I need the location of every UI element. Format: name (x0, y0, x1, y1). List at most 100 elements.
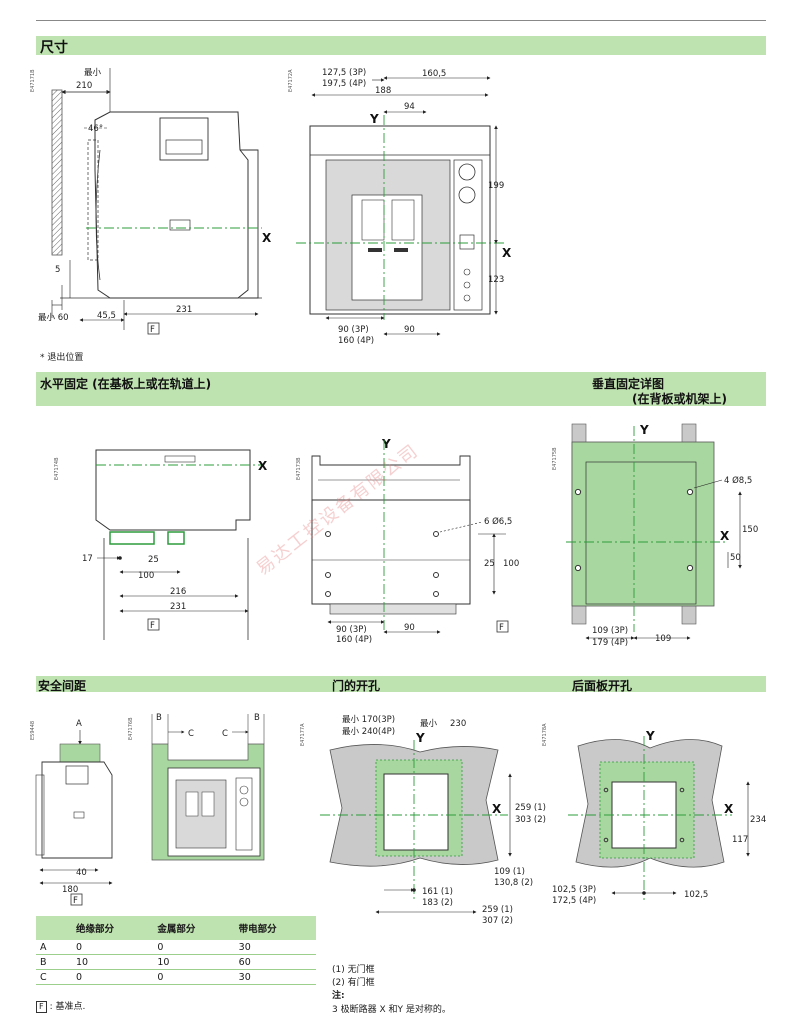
fig-safety-front: E47176B B C C B (128, 713, 265, 861)
wall-hatch (51, 89, 63, 256)
dim-90: 90 (404, 325, 415, 335)
table-cell: 10 (72, 954, 154, 970)
dim-180: 180 (62, 885, 78, 895)
footnote-star: * 退出位置 (40, 353, 84, 363)
clearance-c-2: C (222, 729, 228, 739)
dim-172-4p: 172,5 (4P) (552, 896, 596, 906)
dim-min-60: 最小 60 (38, 312, 69, 323)
dim-min-170: 最小 170(3P) (342, 714, 395, 725)
dim-40-6: 40 (76, 868, 87, 878)
dim-109-1: 109 (1) (494, 867, 525, 877)
note-2: (2) 有门框 (332, 978, 375, 988)
table-row: A 0 0 30 (36, 940, 316, 955)
dim-210: 210 (76, 81, 92, 91)
dim-50: 50 (730, 553, 741, 563)
drawing-code-9: E47178A (542, 723, 548, 746)
table-cell: B (36, 954, 72, 970)
dim-199: 199 (488, 181, 504, 191)
dim-45-5: 45,5 (97, 311, 116, 321)
clearance-c-1: C (188, 729, 194, 739)
dim-303-2: 303 (2) (515, 815, 546, 825)
table-header: 带电部分 (234, 916, 316, 940)
dim-130-2: 130,8 (2) (494, 878, 533, 888)
dim-150: 150 (742, 525, 758, 535)
dim-min-230: 最小 (420, 718, 438, 729)
section-title-rear: 后面板开孔 (572, 679, 633, 693)
table-cell: 0 (153, 940, 235, 955)
ref-point-text: : 基准点. (49, 1002, 86, 1012)
dim-94: 94 (404, 102, 415, 112)
dim-100-4: 100 (503, 559, 519, 569)
dim-231: 231 (176, 305, 192, 315)
dim-127-3p: 127,5 (3P) (322, 68, 366, 78)
axis-x-label-5: X (720, 529, 730, 543)
note-3: 注: (332, 991, 345, 1001)
dim-230: 230 (450, 719, 466, 729)
drawing-code-5: E47175B (552, 447, 558, 470)
axis-y-label-9: Y (645, 729, 655, 743)
hole-label-5: 4 Ø8,5 (724, 475, 752, 486)
drawing-code-6: E59448 (30, 721, 36, 740)
axis-y-label-5: Y (639, 423, 649, 437)
section-title-dimensions: 尺寸 (40, 40, 68, 56)
table-cell: C (36, 969, 72, 985)
drawing-code-4: E47173B (296, 457, 302, 480)
fig-horizontal-side: E47174B X 17 25 100 216 231 F (54, 449, 268, 640)
axis-y-label-8: Y (415, 731, 425, 745)
dim-102-3p: 102,5 (3P) (552, 885, 596, 895)
table-cell: 0 (72, 940, 154, 955)
table-header (36, 916, 72, 940)
fig-rear-cutout: E47178A Y X 234 117 102,5 (3P) 172,5 (4P… (542, 723, 766, 906)
section-bar-horizontal: 水平固定 (在基板上或在轨道上) 垂直固定详图 (在背板或机架上) (36, 372, 766, 406)
dim-216: 216 (170, 587, 186, 597)
fig-vertical-fixing: E47175B Y X 4 Ø8,5 150 50 109 (3P) 179 (… (552, 423, 758, 648)
ref-f-3: F (150, 621, 155, 631)
fig-front-dimensions: E47172A 127,5 (3P) 197,5 (4P) 160,5 188 … (288, 68, 512, 346)
dim-197-4p: 197,5 (4P) (322, 79, 366, 89)
table-cell: 60 (234, 954, 316, 970)
dim-109-5: 109 (655, 634, 671, 644)
dim-231-3: 231 (170, 602, 186, 612)
fig-safety-side: E59448 A 40 180 F (30, 719, 113, 906)
dim-90-4: 90 (404, 623, 415, 633)
dim-160-4p: 160 (4P) (338, 336, 374, 346)
section-bar-safety: 安全间距 门的开孔 后面板开孔 (36, 676, 766, 693)
note-1: (1) 无门框 (332, 965, 375, 975)
table-cell: 10 (153, 954, 235, 970)
dim-46-deg: 46° (88, 124, 103, 134)
dim-259-1: 259 (1) (515, 803, 546, 813)
dim-25: 25 (148, 555, 159, 565)
dim-90-3p-4: 90 (3P) (336, 625, 367, 635)
drawing-code-2: E47172A (288, 69, 294, 92)
safety-clearance-table: 绝缘部分 金属部分 带电部分 A 0 0 30 B 10 10 60 C 0 0… (36, 916, 316, 985)
axis-x-label-2: X (502, 246, 512, 260)
table-cell: 0 (72, 969, 154, 985)
table-cell: 30 (234, 969, 316, 985)
drawing-code-8: E47177A (300, 723, 306, 746)
table-header: 金属部分 (153, 916, 235, 940)
table-cell: 0 (153, 969, 235, 985)
dim-123: 123 (488, 275, 504, 285)
dim-25-4: 25 (484, 559, 495, 569)
hole-label-4: 6 Ø6,5 (484, 516, 512, 527)
fig-door-cutout: E47177A 最小 170(3P) 最小 240(4P) 最小 230 Y X… (300, 714, 546, 926)
dim-117: 117 (732, 835, 748, 845)
table-row: C 0 0 30 (36, 969, 316, 985)
dim-160-4p-4: 160 (4P) (336, 635, 372, 645)
dim-100: 100 (138, 571, 154, 581)
dim-min-240: 最小 240(4P) (342, 726, 395, 737)
ref-point-note: F: 基准点. (36, 999, 85, 1013)
clearance-b-2: B (254, 713, 260, 723)
axis-y-label-2: Y (369, 112, 379, 126)
dim-160-5: 160,5 (422, 69, 446, 79)
fig-horizontal-bottom: E47173B Y 6 Ø6,5 25 100 F 90 (3P) 160 (4… (296, 437, 519, 645)
axis-x-label-8: X (492, 802, 502, 816)
dim-5: 5 (55, 265, 60, 275)
table-cell: A (36, 940, 72, 955)
dim-188: 188 (375, 86, 391, 96)
dim-307-2: 307 (2) (482, 916, 513, 926)
note-4: 3 极断路器 X 和Y 是对称的。 (332, 1005, 451, 1015)
dim-17: 17 (82, 554, 93, 564)
dim-102-5: 102,5 (684, 890, 708, 900)
